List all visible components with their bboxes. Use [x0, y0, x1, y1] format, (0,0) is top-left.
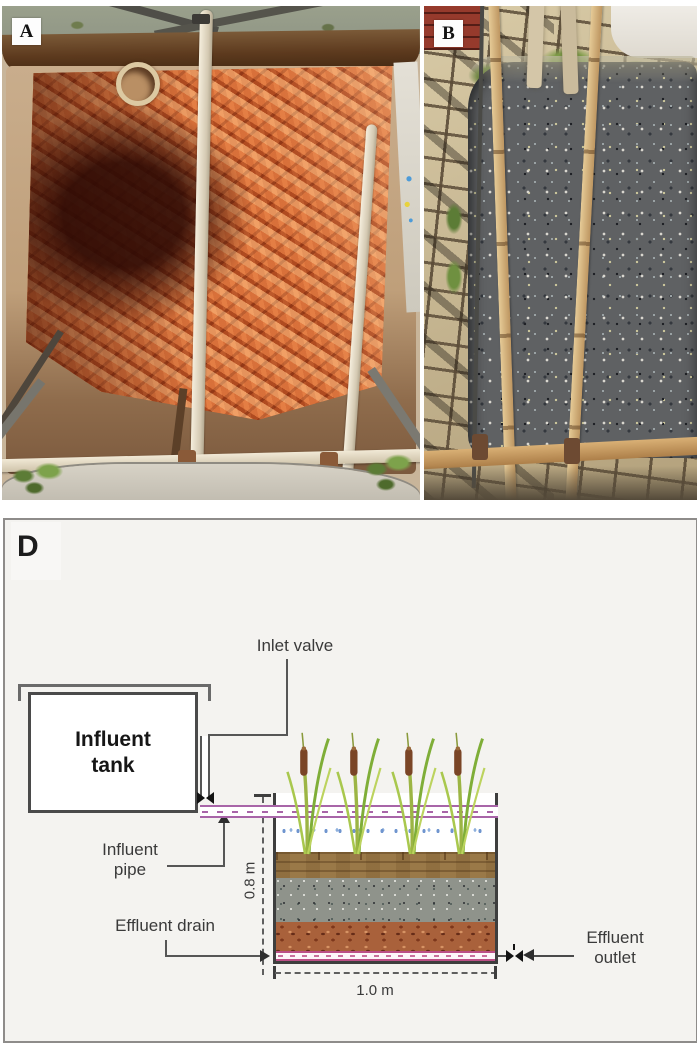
height-dimension-line: [262, 797, 264, 975]
panel-label-a: A: [12, 18, 41, 45]
bed-height-dimension: 0.8 m: [241, 861, 259, 900]
tank-bracket: [18, 684, 211, 701]
arrow-right-icon: [260, 950, 270, 962]
grass-patch: [2, 452, 74, 500]
inlet-valve-pointer-line: [208, 734, 288, 736]
panel-label-d: D: [17, 530, 39, 563]
pole-clamp: [192, 14, 210, 24]
bottom-shadow: [424, 466, 697, 500]
pole-top: [526, 6, 545, 89]
gravel-layer: [276, 878, 495, 922]
effluent-outlet-pointer-line: [534, 955, 574, 957]
outlet-valve-icon: [506, 950, 523, 962]
schematic-panel: D Influent tank Inlet valve: [3, 518, 697, 1043]
outlet-valve-stem: [513, 944, 515, 950]
water-drip-row: [279, 823, 492, 838]
outlet-stub-line: [497, 955, 507, 957]
effluent-outlet-label: Effluent outlet: [586, 928, 644, 968]
pole-clamp: [564, 438, 580, 464]
background-specks: [400, 166, 418, 230]
grass-patch: [358, 438, 420, 500]
influent-pipe-pointer-line: [167, 865, 225, 867]
panel-label-b: B: [434, 20, 463, 47]
inlet-valve-label: Inlet valve: [256, 636, 334, 655]
arrow-up-icon: [218, 813, 230, 823]
cattail-plant-icon: [336, 732, 382, 855]
cattail-plant-icon: [440, 732, 486, 855]
pole-clamp: [320, 452, 338, 470]
pole-clamp: [472, 434, 488, 460]
photo-gravel-media: B: [424, 6, 697, 500]
effluent-drain-pointer-line: [165, 955, 262, 957]
grass-patch: [440, 186, 468, 316]
panel-label-backdrop: [11, 522, 61, 580]
brick-shadow-overlay: [26, 66, 393, 420]
dimension-top-tick: [254, 794, 271, 797]
effluent-drain-pointer-line: [165, 940, 167, 957]
pipe-opening: [116, 62, 160, 106]
influent-tank-box: Influent tank: [28, 692, 198, 813]
dimension-left-tick: [273, 966, 276, 979]
inlet-valve-pointer-line: [286, 659, 288, 736]
pole-top: [560, 6, 579, 95]
cattail-plant-icon: [391, 732, 437, 855]
cattail-plant-icon: [286, 732, 332, 855]
arrow-left-icon: [523, 949, 534, 961]
crushed-brick-layer: [276, 922, 495, 951]
soil-surface-cracks: [276, 852, 495, 860]
gravel-edge-fade: [468, 56, 697, 82]
width-dimension-line: [275, 972, 497, 974]
effluent-drain-pipe: [276, 951, 495, 961]
pole-clamp: [178, 450, 196, 468]
dimension-right-tick: [494, 966, 497, 979]
photo-brick-media: A: [2, 6, 420, 500]
influent-pipe-label: Influent pipe: [102, 840, 158, 880]
inlet-valve-icon: [197, 792, 214, 804]
influent-pipe-pointer-line: [223, 822, 225, 865]
bed-width-dimension: 1.0 m: [356, 982, 394, 999]
tank-outlet-pipe: [200, 736, 210, 798]
effluent-drain-label: Effluent drain: [115, 916, 215, 935]
